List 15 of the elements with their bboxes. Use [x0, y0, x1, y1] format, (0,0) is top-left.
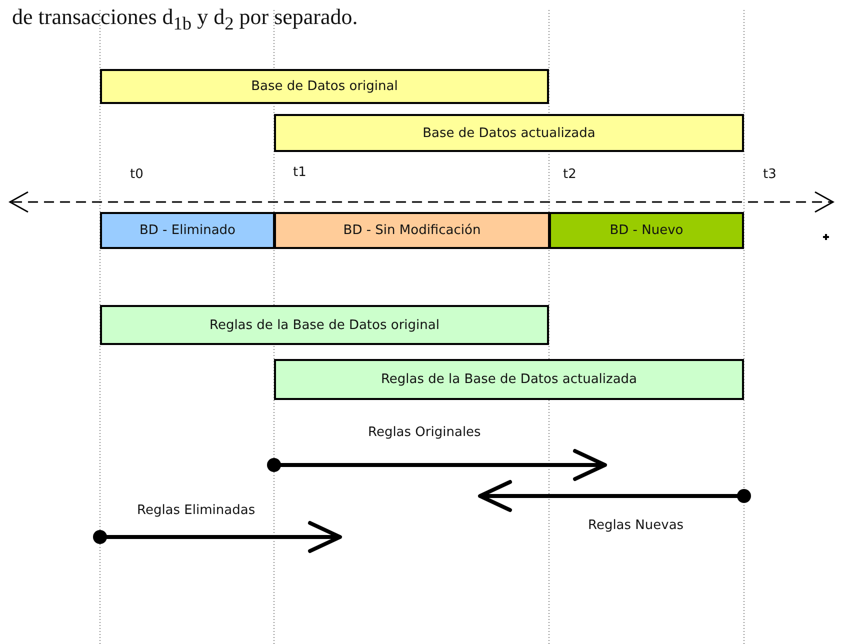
bar-box: BD - Nuevo — [549, 212, 744, 249]
bar-box: Base de Datos original — [100, 69, 549, 104]
label: Reglas Eliminadas — [137, 503, 256, 518]
label: Reglas Originales — [368, 425, 481, 440]
bar-box: BD - Eliminado — [100, 212, 275, 249]
bar-box: Reglas de la Base de Datos original — [100, 305, 549, 345]
label: t2 — [563, 167, 576, 182]
label: t3 — [763, 167, 776, 182]
label: t1 — [293, 165, 306, 180]
label: t0 — [130, 167, 144, 182]
text-line: de transacciones d$_{1b}$ y d$_{2}$ por separado. — [12, 4, 358, 34]
bar-box: Reglas de la Base de Datos actualizada — [274, 359, 744, 400]
bar-box: Base de Datos actualizada — [274, 114, 744, 152]
bar-box: BD - Sin Modificación — [274, 212, 550, 249]
label: Reglas Nuevas — [588, 518, 684, 533]
